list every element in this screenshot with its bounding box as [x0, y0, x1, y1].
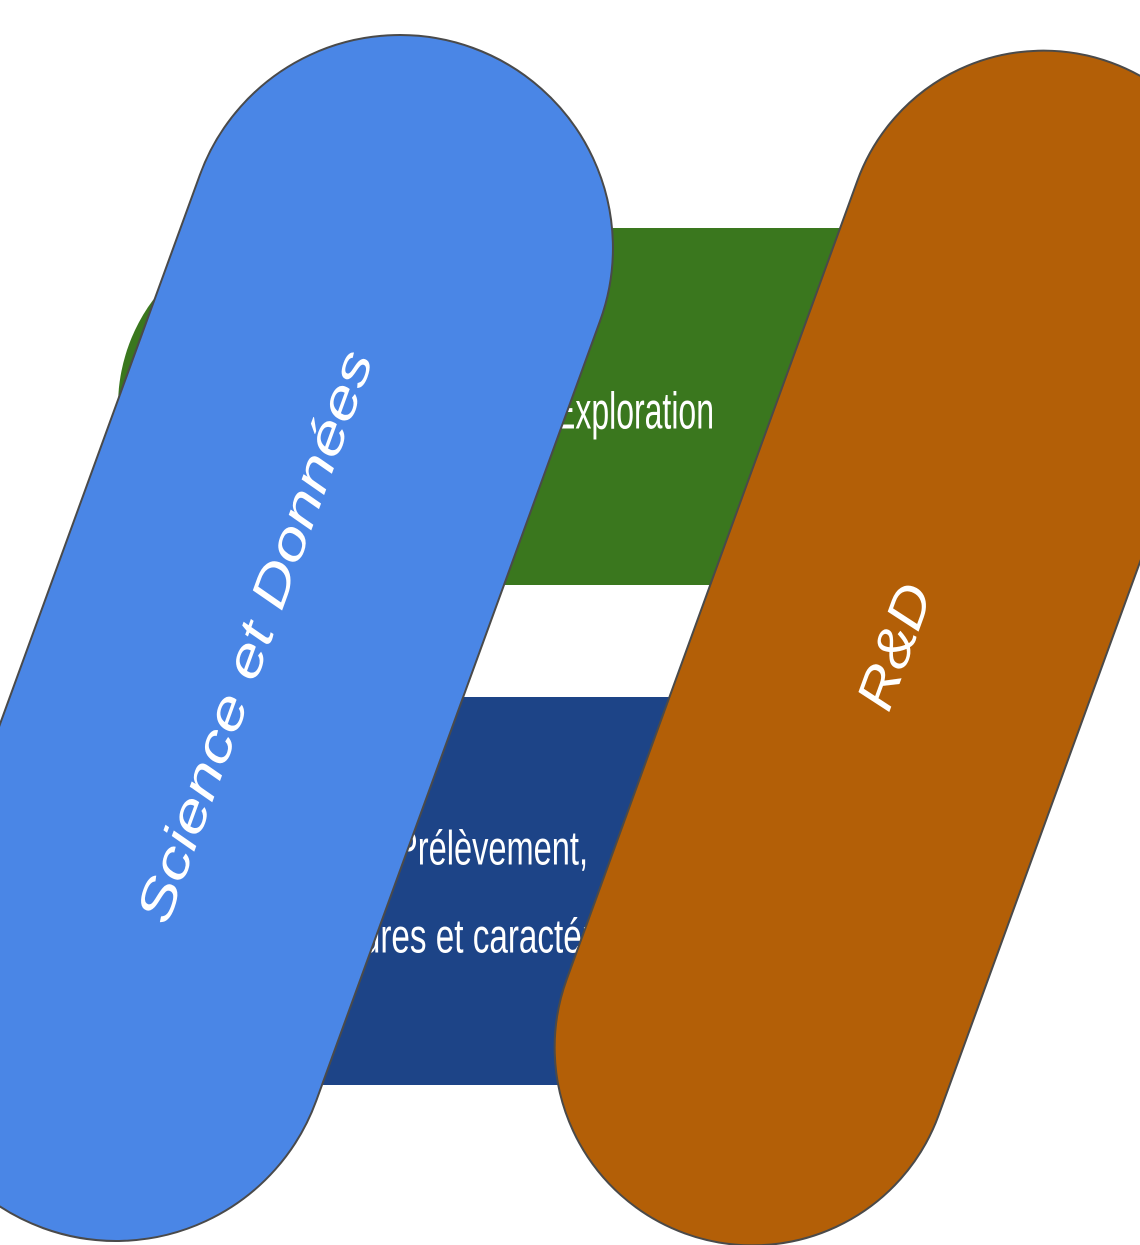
science-diagonal: Science et Données	[0, 34, 614, 1242]
prelevement-label-line-1: Prélèvement,	[396, 823, 588, 876]
rnd-pill	[553, 49, 1140, 1245]
exploration-label: Exploration	[554, 383, 714, 441]
rnd-diagonal: R&D	[553, 49, 1140, 1245]
science-pill	[0, 34, 614, 1242]
